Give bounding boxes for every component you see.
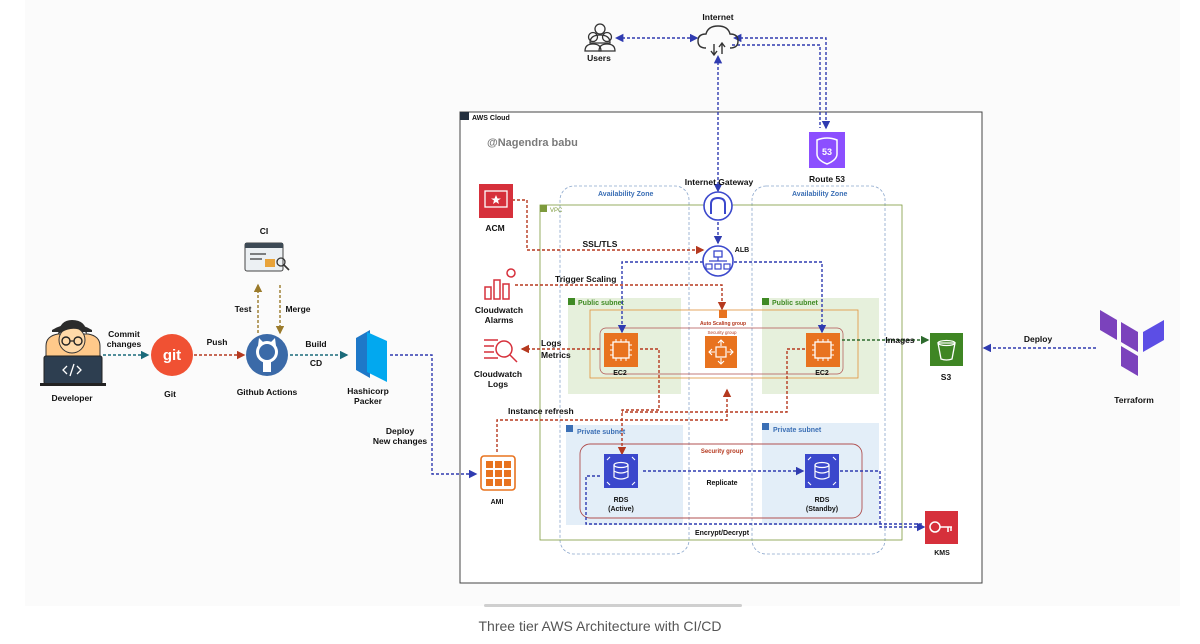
- metrics-label: Metrics: [541, 350, 571, 360]
- ec2-left-label: EC2: [613, 370, 627, 377]
- trigger-scaling-label: Trigger Scaling: [555, 274, 616, 284]
- aws-cloud-label: AWS Cloud: [472, 115, 510, 122]
- db-security-group: Security group: [579, 443, 863, 519]
- developer-label: Developer: [51, 393, 93, 403]
- ec2-left-icon: [604, 333, 638, 367]
- connector-deploy-ami: [390, 354, 478, 479]
- rds-standby-icon: [805, 454, 839, 488]
- git-label: Git: [164, 389, 176, 399]
- connector-trigger-scaling: [515, 284, 727, 311]
- connector-alb-ec2-left: [617, 261, 703, 334]
- cloudwatch-logs-icon: [484, 339, 518, 363]
- connector-internet-route53: [733, 33, 831, 130]
- ssl-tls-label: SSL/TLS: [583, 239, 618, 249]
- az-left-label: Availability Zone: [598, 191, 653, 198]
- alb-label: ALB: [735, 247, 749, 254]
- github-actions-label: Github Actions: [237, 387, 298, 397]
- private-subnet-right-label: Private subnet: [773, 427, 822, 434]
- connector-rds-kms-b: [840, 470, 926, 532]
- rds-active-label-line2: (Active): [608, 506, 634, 513]
- github-icon: [246, 334, 288, 376]
- internet-gateway-icon: [703, 191, 733, 221]
- ami-icon: [480, 455, 516, 491]
- cloudwatch-logs-label-line2: Logs: [488, 379, 509, 389]
- asg-label: Auto Scaling group: [700, 321, 746, 327]
- logs-label: Logs: [541, 338, 562, 348]
- cloudwatch-alarms-label-line1: Cloudwatch: [475, 305, 523, 315]
- s3-icon: [930, 333, 963, 366]
- packer-label-line2: Packer: [354, 396, 383, 406]
- ec2-right-icon: [806, 333, 840, 367]
- terraform-label: Terraform: [1114, 395, 1154, 405]
- vpc-label: VPC: [550, 208, 563, 214]
- rds-active-label-line1: RDS: [614, 497, 629, 504]
- commit-label-line2: changes: [107, 339, 142, 349]
- terraform-icon: [1100, 310, 1164, 376]
- kms-label: KMS: [934, 550, 950, 557]
- figure-caption: Three tier AWS Architecture with CI/CD: [478, 618, 722, 634]
- connector-alb-ec2-right: [734, 261, 827, 334]
- availability-zone-left: Availability Zone: [559, 185, 690, 555]
- deploy-label: Deploy: [1024, 334, 1053, 344]
- encrypt-decrypt-label: Encrypt/Decrypt: [695, 530, 750, 537]
- availability-zone-right: Availability Zone: [751, 185, 886, 555]
- cloudwatch-alarms-icon: [484, 268, 516, 300]
- private-subnet-left-label: Private subnet: [577, 429, 626, 436]
- cloudwatch-alarms-label-line2: Alarms: [485, 315, 514, 325]
- rds-active-icon: [604, 454, 638, 488]
- asg-security-group-label: Security group: [707, 330, 737, 335]
- cd-label: CD: [310, 358, 322, 368]
- kms-icon: [925, 511, 958, 544]
- public-subnet-left-label: Public subnet: [578, 300, 625, 307]
- az-right-label: Availability Zone: [792, 191, 847, 198]
- ami-label: AMI: [491, 499, 504, 506]
- public-subnet-right-label: Public subnet: [772, 300, 819, 307]
- route53-label: Route 53: [809, 174, 845, 184]
- ec2-right-label: EC2: [815, 370, 829, 377]
- ci-label: CI: [260, 226, 269, 236]
- acm-label: ACM: [485, 223, 504, 233]
- packer-icon: [356, 330, 387, 382]
- users-icon: [584, 23, 616, 52]
- users-label: Users: [587, 53, 611, 63]
- developer-icon: [40, 320, 106, 386]
- git-icon: git: [151, 334, 193, 376]
- acm-icon: [479, 184, 513, 218]
- cloudwatch-logs-label-line1: Cloudwatch: [474, 369, 522, 379]
- author-label: @Nagendra babu: [487, 137, 578, 149]
- auto-scaling-icon: [705, 336, 737, 368]
- deploy-new-changes-line1: Deploy: [386, 426, 415, 436]
- commit-label-line1: Commit: [108, 329, 140, 339]
- deploy-new-changes-line2: New changes: [373, 436, 428, 446]
- packer-label-line1: Hashicorp: [347, 386, 389, 396]
- ci-terminal-icon: [244, 242, 290, 272]
- test-label: Test: [235, 304, 252, 314]
- instance-refresh-label: Instance refresh: [508, 406, 574, 416]
- connectors: [103, 33, 1096, 532]
- images-label: Images: [885, 335, 915, 345]
- rds-standby-label-line1: RDS: [815, 497, 830, 504]
- connector-internet-route53-b: [732, 44, 821, 128]
- internet-label: Internet: [702, 12, 733, 22]
- build-label: Build: [305, 339, 326, 349]
- git-logo-text: git: [163, 347, 181, 364]
- alb-icon: [702, 245, 734, 277]
- replicate-label: Replicate: [706, 480, 737, 487]
- connector-ec2-left-rds: [617, 348, 660, 456]
- caption-divider: [484, 604, 742, 607]
- merge-label: Merge: [285, 304, 310, 314]
- internet-cloud-icon: [697, 25, 739, 57]
- route53-icon: 53: [809, 132, 845, 168]
- rds-standby-label-line2: (Standby): [806, 506, 838, 513]
- s3-label: S3: [941, 372, 952, 382]
- push-label: Push: [207, 337, 228, 347]
- connector-instance-refresh: [496, 388, 732, 452]
- connector-acm-alb: [512, 199, 705, 255]
- db-security-group-label: Security group: [701, 449, 744, 455]
- route53-badge: 53: [822, 147, 832, 157]
- internet-gateway-label: Internet Gateway: [685, 177, 754, 187]
- connector-rds-kms-a: [585, 475, 924, 525]
